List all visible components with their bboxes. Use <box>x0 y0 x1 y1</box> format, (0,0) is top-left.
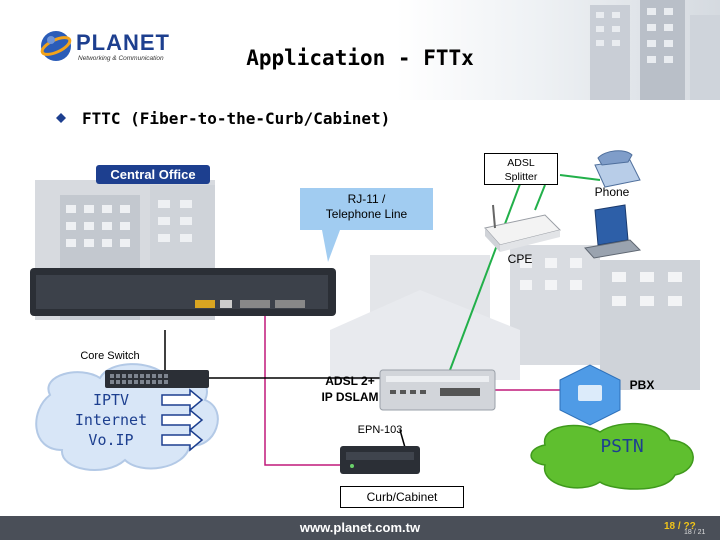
central-office-banner <box>96 165 210 184</box>
phone-label: Phone <box>594 185 630 199</box>
core-switch-label: Core Switch <box>80 350 140 362</box>
services-list: IPTV Internet Vo.IP <box>56 390 166 450</box>
footer-band <box>0 516 720 540</box>
rj11-label-line1: RJ-11 / <box>347 192 386 206</box>
dslam-label-line2: IP DSLAM <box>321 390 379 404</box>
adsl-splitter-box: ADSL Splitter <box>484 153 558 185</box>
green-links <box>449 174 601 371</box>
curb-cabinet-label: Curb/Cabinet <box>340 486 464 508</box>
rj11-callout-shape <box>300 188 433 262</box>
core-switch-rack <box>30 268 336 316</box>
pbx-device <box>559 364 621 426</box>
core-switch-device <box>105 370 209 388</box>
pbx-label: PBX <box>629 378 655 392</box>
rj11-label: RJ-11 / Telephone Line <box>300 192 433 222</box>
footer-url: www.planet.com.tw <box>299 520 421 535</box>
laptop-device <box>584 204 642 259</box>
planet-globe-icon <box>40 31 72 61</box>
central-office-label: Central Office <box>110 167 196 182</box>
logo-text: PLANET <box>76 30 170 55</box>
rj11-label-line2: Telephone Line <box>325 207 408 221</box>
epn-103-device <box>340 446 420 474</box>
cpe-modem-device <box>484 204 561 252</box>
background-buildings <box>330 245 700 390</box>
logo-tagline: Networking & Communication <box>78 55 164 62</box>
dslam-label: ADSL 2+ IP DSLAM <box>305 373 395 405</box>
service-internet: Internet <box>74 411 148 429</box>
planet-logo: PLANET Networking & Communication <box>38 28 170 68</box>
diamond-bullet-icon <box>56 113 66 123</box>
service-arrows <box>161 388 204 452</box>
service-voip: Vo.IP <box>88 431 134 449</box>
ip-dslam-device <box>379 369 496 411</box>
epn-label: EPN-103 <box>357 424 403 436</box>
magenta-links <box>264 315 560 466</box>
bullet-text: FTTC (Fiber-to-the-Curb/Cabinet) <box>82 109 391 128</box>
header-buildings-decoration <box>590 0 720 100</box>
dslam-label-line1: ADSL 2+ <box>325 374 375 388</box>
phone-device <box>594 150 641 188</box>
adsl-splitter-line2: Splitter <box>504 171 538 183</box>
pstn-cloud <box>530 422 694 490</box>
service-iptv: IPTV <box>92 391 130 409</box>
page-number-small: 18 / 21 <box>684 529 706 536</box>
adsl-splitter-line1: ADSL <box>507 157 535 169</box>
slide-title: Application - FTTx <box>246 46 474 70</box>
cpe-label: CPE <box>507 252 533 266</box>
pstn-label: PSTN <box>600 436 644 457</box>
page-number: 18 / ?? <box>664 521 696 532</box>
